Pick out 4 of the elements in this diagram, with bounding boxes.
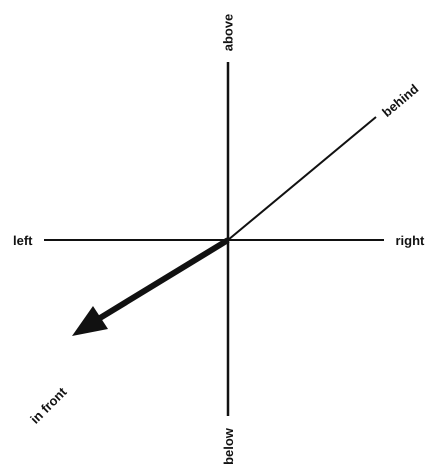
direction-label: left — [13, 234, 32, 246]
direction-label: right — [396, 234, 424, 246]
direction-label: below — [221, 428, 234, 464]
direction-label: above — [221, 13, 234, 51]
